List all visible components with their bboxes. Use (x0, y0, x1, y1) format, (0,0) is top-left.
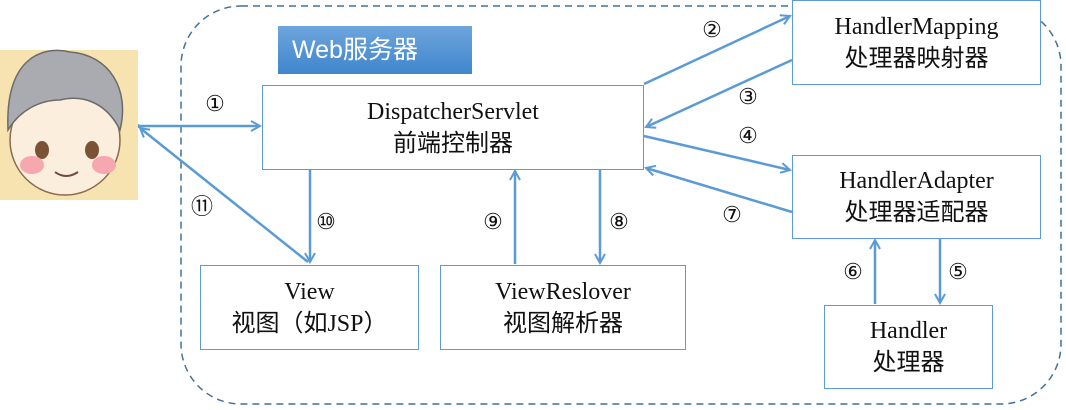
handler-adapter-subtitle: 处理器适配器 (844, 200, 989, 226)
step-9-label: ⑨ (483, 209, 503, 234)
arrow-3 (646, 58, 793, 127)
dispatcher-title: DispatcherServlet (367, 98, 539, 125)
step-3-label: ③ (738, 84, 758, 109)
step-2-label: ② (702, 17, 722, 42)
step-6-label: ⑥ (843, 259, 863, 284)
view-box: View 视图（如JSP） (200, 265, 419, 350)
step-8-label: ⑧ (609, 209, 629, 234)
step-10-label: ⑩ (316, 209, 336, 234)
handler-adapter-title: HandlerAdapter (839, 168, 994, 194)
view-resolver-subtitle: 视图解析器 (503, 310, 623, 337)
step-7-label: ⑦ (722, 202, 742, 227)
step-5-label: ⑤ (948, 259, 968, 284)
arrow-7 (646, 168, 793, 214)
handler-title: Handler (869, 318, 948, 344)
dispatcher-servlet-box: DispatcherServlet 前端控制器 (262, 85, 644, 170)
handler-mapping-subtitle: 处理器映射器 (844, 45, 989, 72)
arrow-11 (140, 128, 309, 263)
dispatcher-subtitle: 前端控制器 (393, 130, 513, 157)
view-title: View (284, 278, 335, 305)
handler-adapter-box: HandlerAdapter 处理器适配器 (792, 155, 1041, 239)
handler-box: Handler 处理器 (824, 305, 993, 389)
step-1-label: ① (205, 91, 225, 116)
handler-mapping-title: HandlerMapping (834, 13, 999, 40)
arrow-4 (643, 134, 790, 170)
view-resolver-box: ViewReslover 视图解析器 (440, 265, 686, 350)
web-server-label: Web服务器 (278, 26, 472, 74)
view-resolver-title: ViewReslover (495, 278, 631, 305)
step-11-label: ⑪ (190, 194, 214, 219)
handler-mapping-box: HandlerMapping 处理器映射器 (792, 0, 1041, 85)
handler-subtitle: 处理器 (872, 350, 945, 376)
view-subtitle: 视图（如JSP） (231, 310, 388, 337)
user-avatar (0, 49, 138, 200)
arrow-2 (643, 16, 790, 86)
step-4-label: ④ (738, 123, 758, 148)
